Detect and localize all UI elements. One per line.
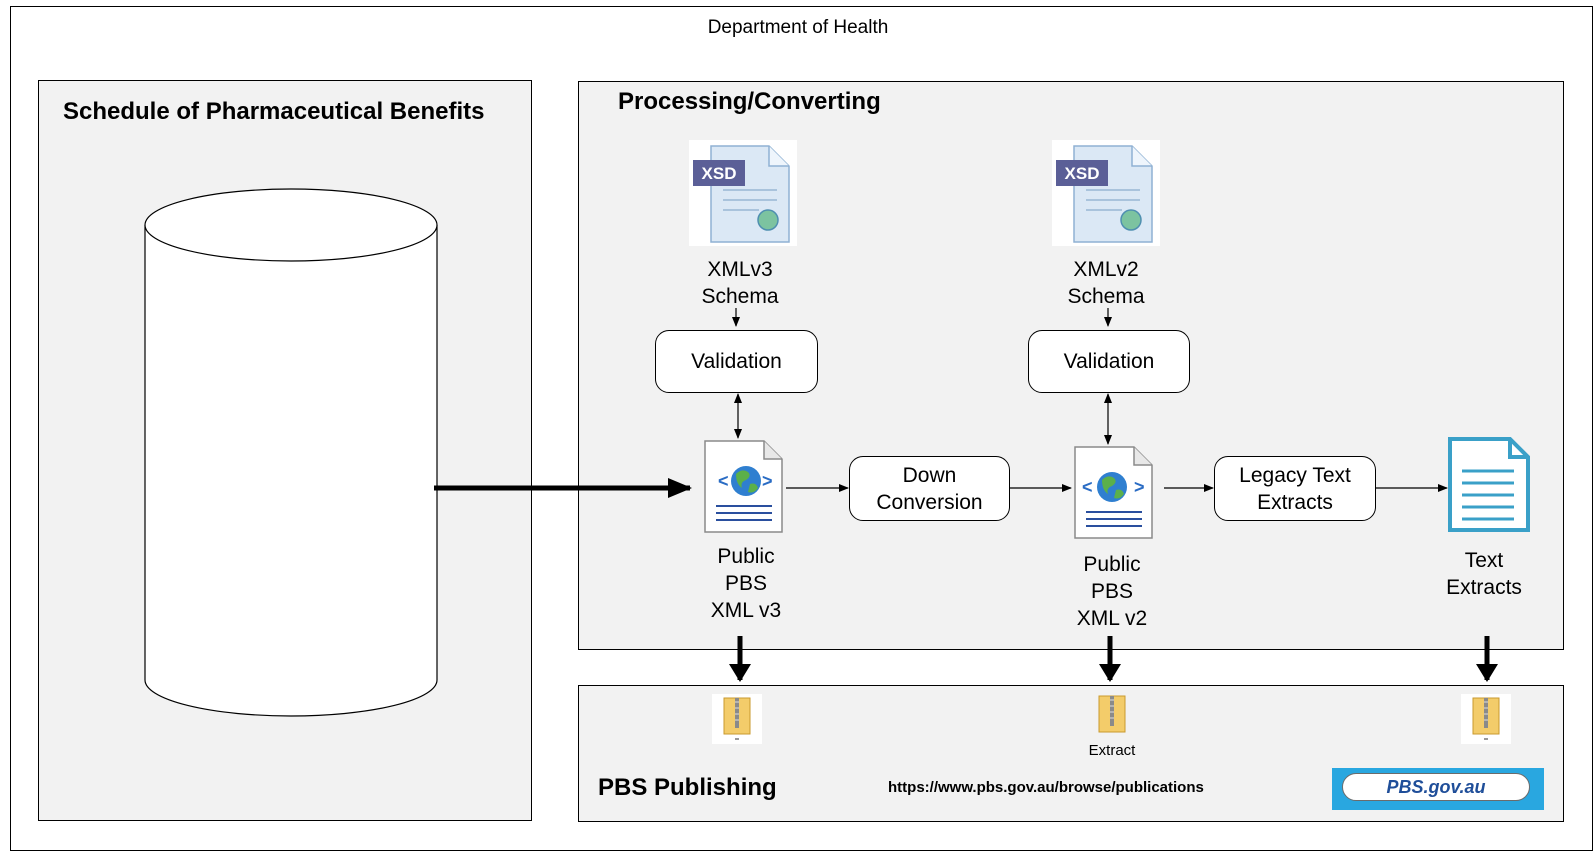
svg-text:<: < [1082, 477, 1093, 497]
xml-globe-document-icon: < > [1074, 446, 1153, 539]
schema-v3-label: XMLv3 Schema [701, 258, 779, 308]
zip-folder-icon [712, 694, 762, 744]
svg-text:>: > [1134, 477, 1145, 497]
xsd-file-icon: XSD [1052, 140, 1160, 246]
text-extracts-label: Text Extracts [1446, 549, 1522, 599]
xsd-file-icon: XSD [689, 140, 797, 246]
svg-text:XSD: XSD [702, 164, 737, 183]
validation-v3-node: Validation [655, 330, 818, 393]
validation-v2-node: Validation [1028, 330, 1190, 393]
zip-folder-icon [1461, 694, 1511, 744]
diagram-frame [10, 6, 1593, 851]
zip-folder-icon [1098, 695, 1126, 733]
database-cylinder-icon [144, 188, 438, 717]
processing-panel-title: Processing/Converting [618, 88, 881, 115]
extract-label: Extract [1088, 742, 1136, 759]
down-conversion-node: Down Conversion [849, 456, 1010, 521]
department-title: Department of Health [707, 17, 889, 38]
xml-globe-document-icon: < > [704, 440, 783, 533]
xml-v2-label: Public PBS XML v2 [1076, 553, 1148, 630]
svg-text:>: > [762, 471, 773, 491]
publishing-panel-title: PBS Publishing [598, 774, 777, 801]
pbs-site-button-frame: PBS.gov.au [1332, 768, 1544, 810]
xml-v3-label: Public PBS XML v3 [710, 545, 782, 622]
legacy-text-extracts-node: Legacy Text Extracts [1214, 456, 1376, 521]
svg-text:XSD: XSD [1065, 164, 1100, 183]
pbs-site-button[interactable]: PBS.gov.au [1342, 773, 1530, 801]
text-document-icon [1448, 437, 1530, 532]
svg-text:<: < [718, 471, 729, 491]
schedule-panel-title: Schedule of Pharmaceutical Benefits [63, 98, 485, 125]
publications-url[interactable]: https://www.pbs.gov.au/browse/publicatio… [888, 779, 1204, 796]
schema-v2-label: XMLv2 Schema [1067, 258, 1145, 308]
